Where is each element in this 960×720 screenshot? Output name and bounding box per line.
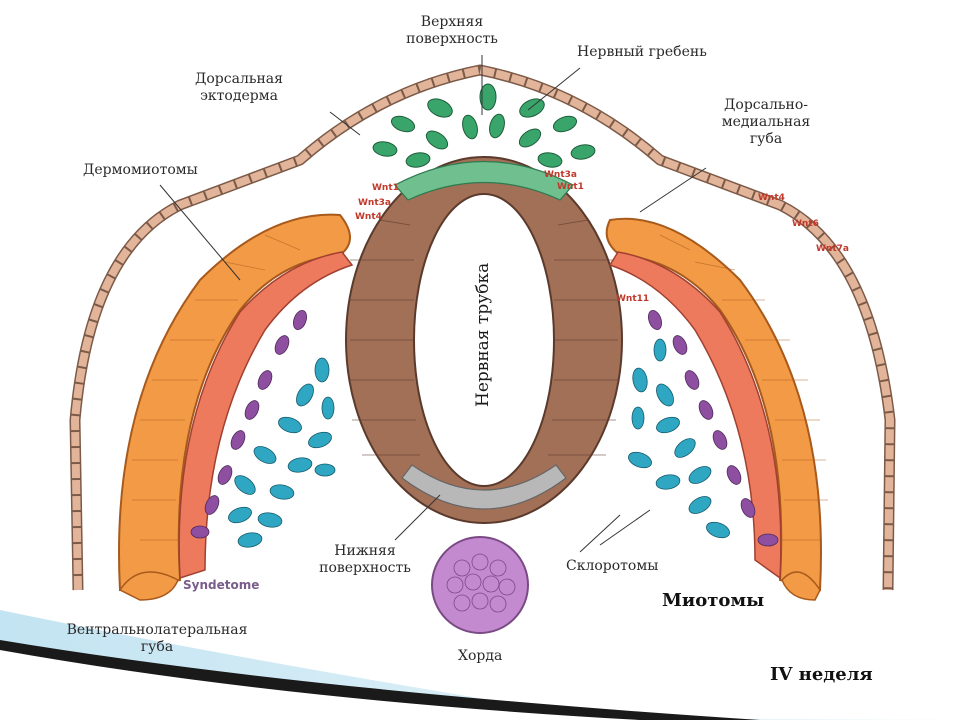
label-dorsomedial-lip-line2: медиальная bbox=[721, 114, 811, 130]
notochord bbox=[431, 536, 529, 634]
label-dorsal-ectoderm-line1: Дорсальная bbox=[195, 71, 283, 87]
label-dorsomedial-lip: Дорсально- медиальная губа bbox=[714, 97, 818, 148]
label-dorsal-ectoderm: Дорсальная эктодерма bbox=[195, 71, 283, 105]
label-top-surface: Верхняя поверхность bbox=[402, 14, 502, 48]
label-ventrolateral-lip: Вентральнолатеральная губа bbox=[58, 622, 256, 656]
neural-crest-cells bbox=[372, 83, 596, 168]
wnt-right-2: Wnt6 bbox=[792, 219, 819, 229]
neural-tube bbox=[345, 156, 623, 524]
label-top-surface-line2: поверхность bbox=[406, 31, 498, 47]
label-neural-crest: Нервный гребень bbox=[577, 44, 707, 60]
label-week: IV неделя bbox=[770, 664, 873, 685]
label-ventrolateral-lip-line1: Вентральнолатеральная bbox=[66, 622, 248, 638]
label-syndetome: Syndetome bbox=[183, 578, 260, 592]
wnt-left-2: Wnt3a bbox=[358, 198, 391, 208]
sclerotome-cells bbox=[228, 338, 730, 548]
wnt-left-1: Wnt1 bbox=[372, 183, 399, 193]
wnt-top-2: Wnt1 bbox=[557, 182, 584, 192]
label-dermomyotomes: Дермомиотомы bbox=[83, 162, 198, 178]
label-bottom-surface-line2: поверхность bbox=[319, 560, 411, 576]
label-dorsomedial-lip-line3: губа bbox=[749, 131, 783, 147]
dorsal-ectoderm bbox=[69, 64, 896, 591]
wnt-right-inner: Wnt11 bbox=[616, 294, 650, 304]
wnt-top-1: Wnt3a bbox=[544, 170, 577, 180]
wnt-right-1: Wnt4 bbox=[758, 193, 785, 203]
label-sclerotomes: Склоротомы bbox=[566, 558, 659, 574]
label-ventrolateral-lip-line2: губа bbox=[140, 639, 174, 655]
label-neural-tube: Нервная трубка bbox=[473, 262, 493, 407]
syndetome-cells bbox=[190, 309, 779, 547]
label-notochord: Хорда bbox=[458, 648, 503, 664]
label-bottom-surface: Нижняя поверхность bbox=[315, 543, 415, 577]
wnt-right-3: Wnt7a bbox=[816, 244, 849, 254]
label-dorsal-ectoderm-line2: эктодерма bbox=[200, 88, 278, 104]
wnt-left-3: Wnt4 bbox=[355, 212, 382, 222]
leader-lines bbox=[159, 55, 707, 553]
label-bottom-surface-line1: Нижняя bbox=[334, 543, 396, 559]
label-dorsomedial-lip-line1: Дорсально- bbox=[724, 97, 808, 113]
label-top-surface-line1: Верхняя bbox=[420, 14, 484, 30]
somite-left bbox=[118, 213, 354, 601]
decorative-swoosh bbox=[0, 610, 960, 720]
label-myotomes: Миотомы bbox=[662, 590, 765, 611]
